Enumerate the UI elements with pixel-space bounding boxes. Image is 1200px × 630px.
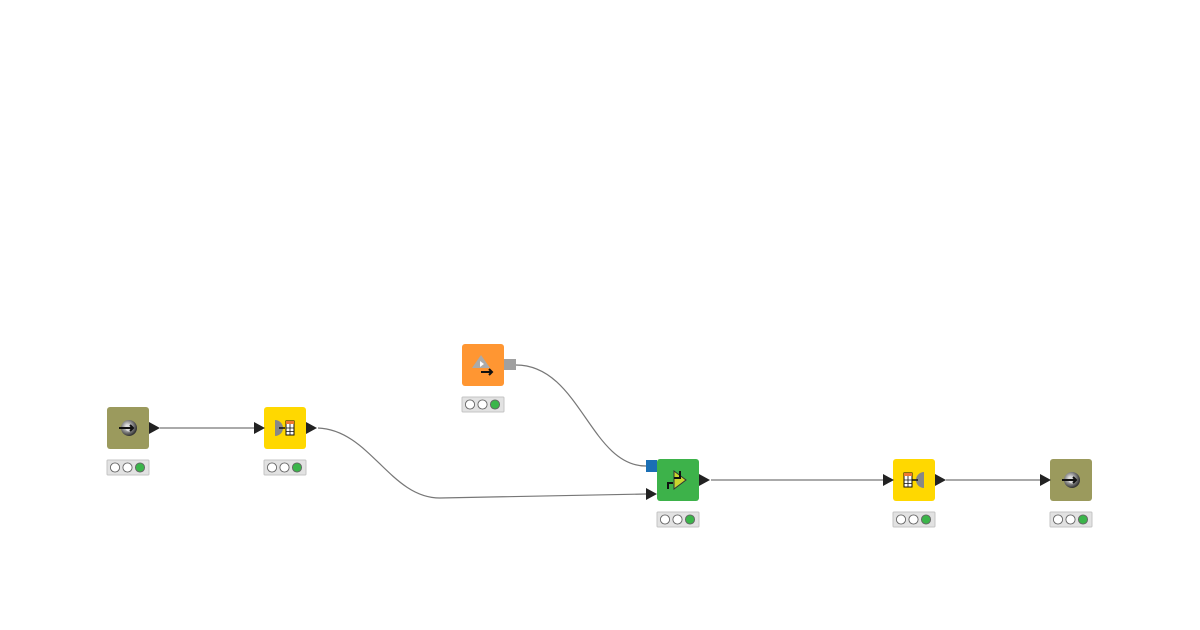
status-light-off xyxy=(672,514,683,525)
node-status-executed xyxy=(461,396,505,413)
table-input-icon xyxy=(275,420,295,436)
connection-n2-n4[interactable] xyxy=(317,427,647,499)
model-arrow-icon xyxy=(472,355,494,376)
output-port[interactable] xyxy=(306,422,317,434)
input-arrow-icon xyxy=(119,420,137,436)
nodes xyxy=(106,344,1093,528)
node-predictor[interactable] xyxy=(646,459,710,528)
status-light-off xyxy=(266,462,278,473)
status-light-green xyxy=(134,462,146,473)
connection-n3-n4[interactable] xyxy=(515,364,647,467)
output-port[interactable] xyxy=(935,474,946,486)
status-light-green xyxy=(291,462,303,473)
node-container-input-table[interactable] xyxy=(254,407,317,476)
node-status-executed xyxy=(1049,511,1093,528)
status-light-off xyxy=(109,462,121,473)
status-light-off xyxy=(895,514,907,525)
input-port[interactable] xyxy=(254,422,265,434)
output-arrow-icon xyxy=(1062,472,1080,488)
node-model-reader[interactable] xyxy=(461,344,516,413)
node-status-executed xyxy=(106,459,150,476)
connections xyxy=(160,364,1041,499)
model-output-port[interactable] xyxy=(504,359,516,370)
node-status-executed xyxy=(263,459,307,476)
status-light-off xyxy=(908,514,919,525)
output-port[interactable] xyxy=(699,474,710,486)
input-port[interactable] xyxy=(1040,474,1051,486)
node-status-executed xyxy=(892,511,936,528)
status-light-off xyxy=(122,462,133,473)
node-component-output[interactable] xyxy=(1040,459,1093,528)
status-light-green xyxy=(920,514,932,525)
model-input-port[interactable] xyxy=(646,460,657,472)
status-light-off xyxy=(1065,514,1076,525)
status-light-green xyxy=(489,399,501,410)
status-light-off xyxy=(1052,514,1064,525)
table-output-icon xyxy=(903,472,924,488)
output-port[interactable] xyxy=(149,422,160,434)
status-light-off xyxy=(659,514,671,525)
status-light-off xyxy=(477,399,488,410)
status-light-off xyxy=(279,462,290,473)
status-light-green xyxy=(684,514,696,525)
node-container-output-table[interactable] xyxy=(883,459,946,528)
data-input-port[interactable] xyxy=(646,488,657,500)
node-component-input[interactable] xyxy=(106,407,160,476)
status-light-off xyxy=(464,399,476,410)
predictor-icon xyxy=(667,470,687,490)
node-status-executed xyxy=(656,511,700,528)
status-light-green xyxy=(1077,514,1089,525)
input-port[interactable] xyxy=(883,474,894,486)
